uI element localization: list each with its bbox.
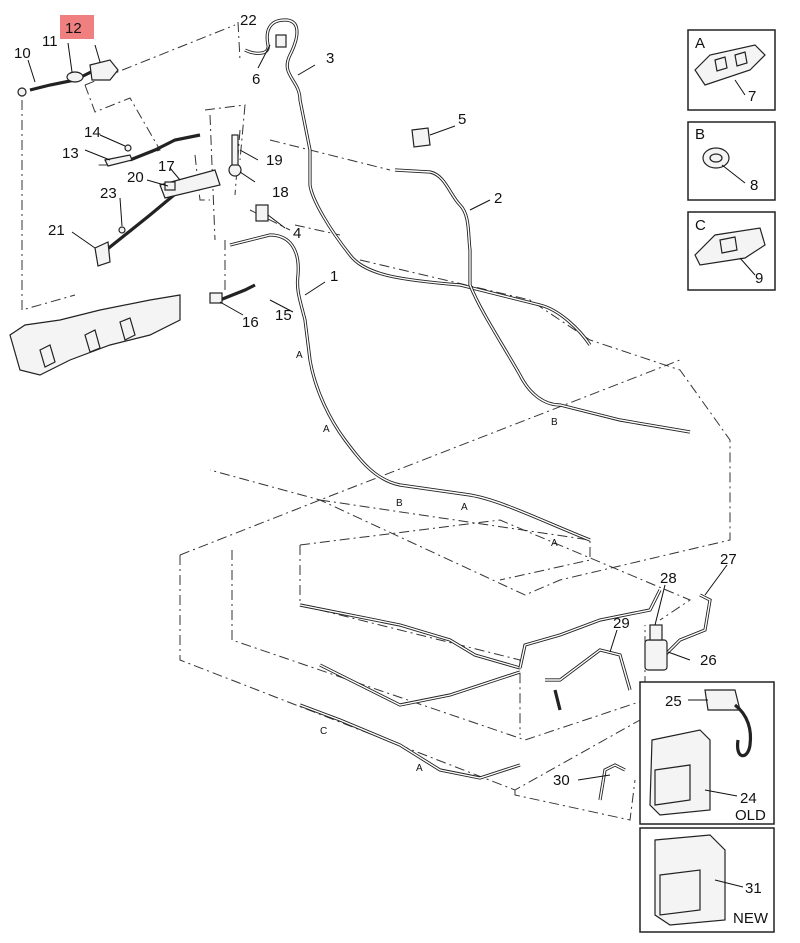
part-20-clip <box>164 181 176 191</box>
tube-routing <box>29 18 712 801</box>
callout-12: 12 <box>65 20 82 37</box>
callout-25: 25 <box>665 693 682 710</box>
inset-label-b: B <box>695 126 705 143</box>
callout-2: 2 <box>494 190 502 207</box>
route-marker-a: A <box>296 350 303 361</box>
components <box>9 34 668 671</box>
inset-b <box>687 121 776 201</box>
part-13-bracket <box>104 154 133 167</box>
callout-18: 18 <box>272 184 289 201</box>
callout-6: 6 <box>252 71 260 88</box>
part-17-pipe <box>159 169 221 199</box>
callout-20: 20 <box>127 169 144 186</box>
inset-letters: A B C OLD NEW <box>695 35 769 927</box>
inset-label-c: C <box>695 217 706 234</box>
callout-28: 28 <box>660 570 677 587</box>
part-11-part <box>66 71 84 83</box>
callout-15: 15 <box>275 307 292 324</box>
route-markers: A A B A B A C A <box>296 350 558 774</box>
part-12-purge-valve <box>89 59 119 81</box>
old-canister-box <box>639 681 775 825</box>
inset-label-a: A <box>695 35 705 52</box>
part-22-clip <box>275 34 287 48</box>
route-marker-b: B <box>551 417 558 428</box>
callout-16: 16 <box>242 314 259 331</box>
leader-lines <box>27 42 756 888</box>
part-5-connector <box>411 127 431 148</box>
callout-21: 21 <box>48 222 65 239</box>
variant-label-new: NEW <box>733 910 769 927</box>
callout-22: 22 <box>240 12 257 29</box>
callout-8: 8 <box>750 177 758 194</box>
part-4-clip <box>255 204 269 222</box>
part-10-connector <box>17 87 27 97</box>
part-16-clip <box>209 292 223 304</box>
part-23-clip <box>118 226 126 234</box>
callout-17: 17 <box>158 158 175 175</box>
callout-3: 3 <box>326 50 334 67</box>
part-21-sensor <box>94 241 111 267</box>
callout-19: 19 <box>266 152 283 169</box>
route-marker-a: A <box>323 424 330 435</box>
callout-11: 11 <box>42 33 58 50</box>
callout-numbers: 12 11 10 14 13 23 21 20 17 19 18 4 5 3 6… <box>14 12 763 897</box>
part-19-bracket <box>231 134 239 166</box>
callout-30: 30 <box>553 772 570 789</box>
part-14-bolt <box>124 144 132 152</box>
part-25-valve <box>704 689 741 711</box>
inset-c <box>687 211 776 291</box>
highlight-box <box>60 15 94 39</box>
route-marker-b: B <box>396 498 403 509</box>
route-marker-a: A <box>551 538 558 549</box>
callout-4: 4 <box>293 225 301 242</box>
callout-27: 27 <box>720 551 737 568</box>
callout-7: 7 <box>748 88 756 105</box>
callout-1: 1 <box>330 268 338 285</box>
inset-a <box>687 29 776 111</box>
part-18-clip <box>228 163 242 177</box>
callout-23: 23 <box>100 185 117 202</box>
route-marker-a: A <box>461 502 468 513</box>
callout-9: 9 <box>755 270 763 287</box>
route-marker-a: A <box>416 763 423 774</box>
callout-14: 14 <box>84 124 101 141</box>
callout-24: 24 <box>740 790 757 807</box>
callout-10: 10 <box>14 45 31 62</box>
callout-29: 29 <box>613 615 630 632</box>
variant-label-old: OLD <box>735 807 766 824</box>
part-26-filter <box>644 639 668 671</box>
callout-13: 13 <box>62 145 79 162</box>
callout-26: 26 <box>700 652 717 669</box>
callout-5: 5 <box>458 111 466 128</box>
callout-31: 31 <box>745 880 762 897</box>
part-28-fitting <box>649 624 663 641</box>
new-canister-box <box>639 827 775 933</box>
route-marker-c: C <box>320 726 327 737</box>
